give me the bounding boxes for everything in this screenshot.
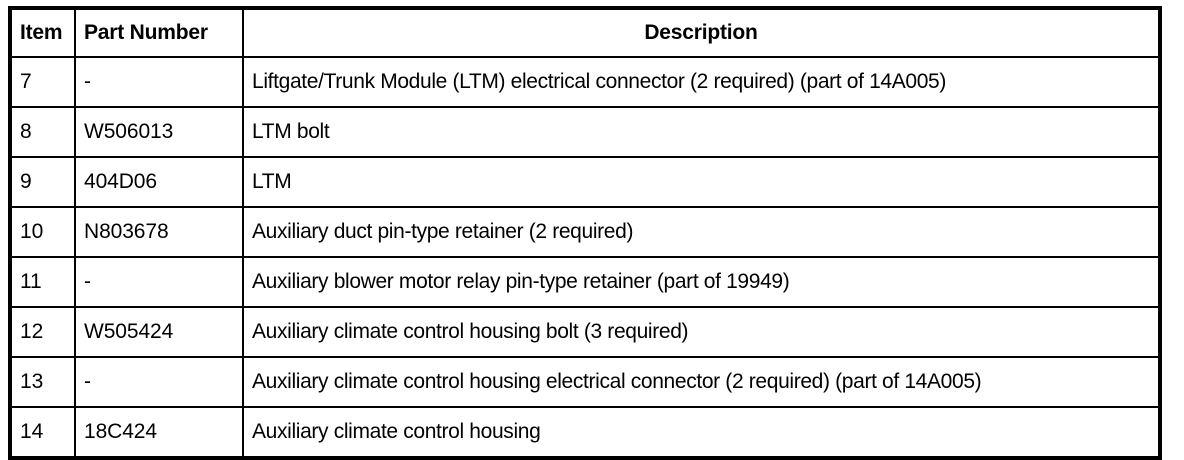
cell-part-number: 404D06 (74, 156, 244, 208)
cell-description: Auxiliary blower motor relay pin-type re… (242, 256, 1161, 308)
table-row: 14 18C424 Auxiliary climate control hous… (9, 406, 1161, 459)
cell-part-number: W505424 (74, 306, 244, 358)
cell-item: 9 (9, 156, 76, 208)
cell-item: 8 (9, 106, 76, 158)
cell-item: 14 (9, 406, 76, 459)
column-header-item: Item (9, 7, 76, 58)
cell-part-number: - (74, 356, 244, 408)
cell-description: LTM (242, 156, 1161, 208)
cell-item: 7 (9, 56, 76, 108)
cell-part-number: 18C424 (74, 406, 244, 459)
table-row: 11 - Auxiliary blower motor relay pin-ty… (9, 256, 1161, 308)
table-row: 10 N803678 Auxiliary duct pin-type retai… (9, 206, 1161, 258)
parts-list-container: Item Part Number Description 7 - Liftgat… (8, 6, 1162, 460)
table-header-row: Item Part Number Description (9, 7, 1161, 58)
column-header-description: Description (242, 7, 1161, 58)
cell-item: 11 (9, 256, 76, 308)
table-row: 12 W505424 Auxiliary climate control hou… (9, 306, 1161, 358)
cell-description: Liftgate/Trunk Module (LTM) electrical c… (242, 56, 1161, 108)
cell-description: Auxiliary climate control housing bolt (… (242, 306, 1161, 358)
cell-description: LTM bolt (242, 106, 1161, 158)
cell-description: Auxiliary climate control housing electr… (242, 356, 1161, 408)
parts-list-table: Item Part Number Description 7 - Liftgat… (8, 6, 1162, 460)
table-row: 13 - Auxiliary climate control housing e… (9, 356, 1161, 408)
table-body: 7 - Liftgate/Trunk Module (LTM) electric… (9, 56, 1161, 459)
cell-description: Auxiliary climate control housing (242, 406, 1161, 459)
table-row: 8 W506013 LTM bolt (9, 106, 1161, 158)
table-header: Item Part Number Description (9, 7, 1161, 58)
table-row: 9 404D06 LTM (9, 156, 1161, 208)
cell-item: 12 (9, 306, 76, 358)
cell-item: 10 (9, 206, 76, 258)
cell-part-number: - (74, 56, 244, 108)
cell-part-number: N803678 (74, 206, 244, 258)
column-header-part-number: Part Number (74, 7, 244, 58)
cell-description: Auxiliary duct pin-type retainer (2 requ… (242, 206, 1161, 258)
cell-part-number: - (74, 256, 244, 308)
table-row: 7 - Liftgate/Trunk Module (LTM) electric… (9, 56, 1161, 108)
cell-item: 13 (9, 356, 76, 408)
cell-part-number: W506013 (74, 106, 244, 158)
